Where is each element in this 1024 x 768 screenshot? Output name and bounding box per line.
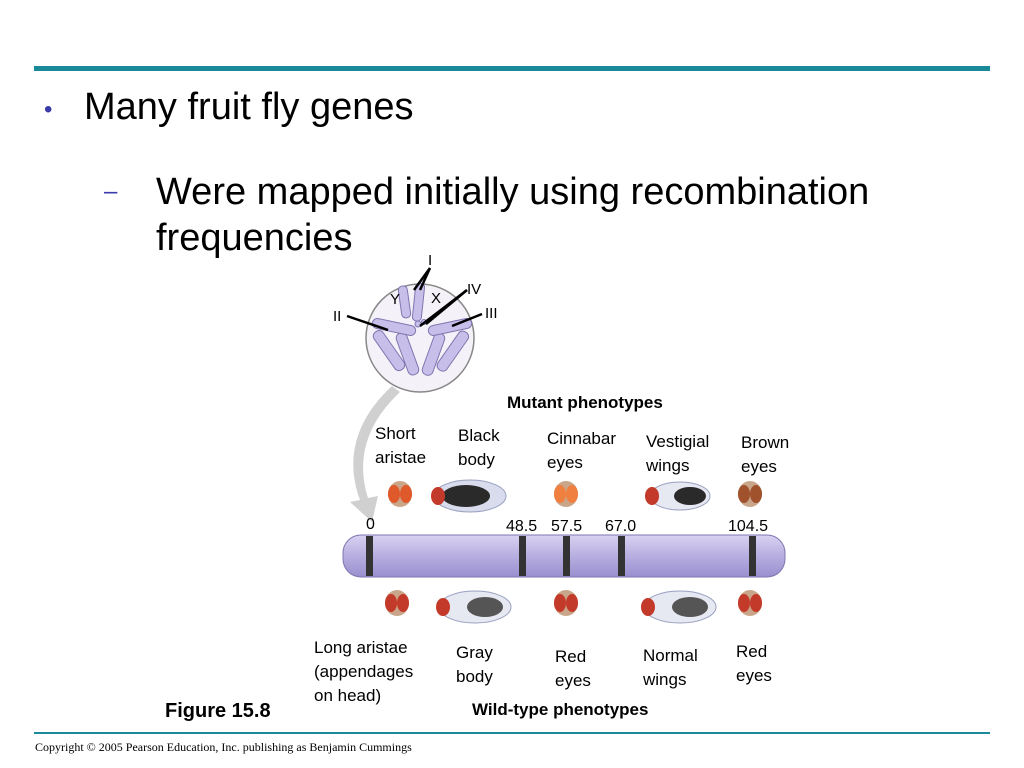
fly-head-icon-long-aristae	[385, 590, 409, 616]
fly-head-icon-short-aristae	[388, 481, 412, 507]
chromosome-label-Y: Y	[390, 291, 401, 308]
map-position-0: 0	[366, 516, 375, 533]
zoom-arrow	[350, 386, 400, 522]
band-48	[519, 536, 526, 576]
bottom-rule	[34, 732, 990, 734]
top-rule	[34, 66, 990, 71]
chromosome-label-III: III	[485, 305, 498, 322]
map-position-104-5: 104.5	[728, 518, 769, 535]
bullet-2-text: Were mapped initially using recombinatio…	[156, 171, 870, 259]
fly-body-icon-black	[431, 479, 507, 513]
figure-label: Figure 15.8	[165, 700, 271, 722]
fly-head-icon-red	[554, 590, 578, 616]
band-67	[618, 536, 625, 576]
fly-head-icon-cinnabar	[554, 481, 578, 507]
fly-head-icon-brown	[738, 481, 762, 507]
copyright-text: Copyright © 2005 Pearson Education, Inc.…	[35, 740, 412, 754]
karyotype-circle	[346, 267, 483, 393]
map-position-57-5: 57.5	[551, 518, 583, 535]
chromosome-label-II: II	[333, 308, 342, 325]
chromosome-label-IV: IV	[467, 281, 482, 298]
band-57	[563, 536, 570, 576]
mutant-phenotypes-header: Mutant phenotypes	[507, 393, 663, 412]
wildtype-phenotypes-header: Wild-type phenotypes	[472, 700, 649, 719]
chromosome-label-X: X	[431, 290, 442, 307]
map-position-48-5: 48.5	[506, 518, 538, 535]
band-0	[366, 536, 373, 576]
chromosome-label-I: I	[428, 252, 433, 269]
band-104	[749, 536, 756, 576]
fly-body-icon-gray	[436, 590, 512, 624]
map-position-67-0: 67.0	[605, 518, 637, 535]
fly-body-icon-vestigial	[645, 481, 711, 511]
bullet-marker: •	[44, 96, 53, 123]
fly-body-icon-normal-wings	[641, 590, 717, 624]
bullet-1-text: Many fruit fly genes	[84, 86, 414, 128]
sub-bullet-marker: –	[104, 178, 118, 205]
fly-head-icon-red-2	[738, 590, 762, 616]
